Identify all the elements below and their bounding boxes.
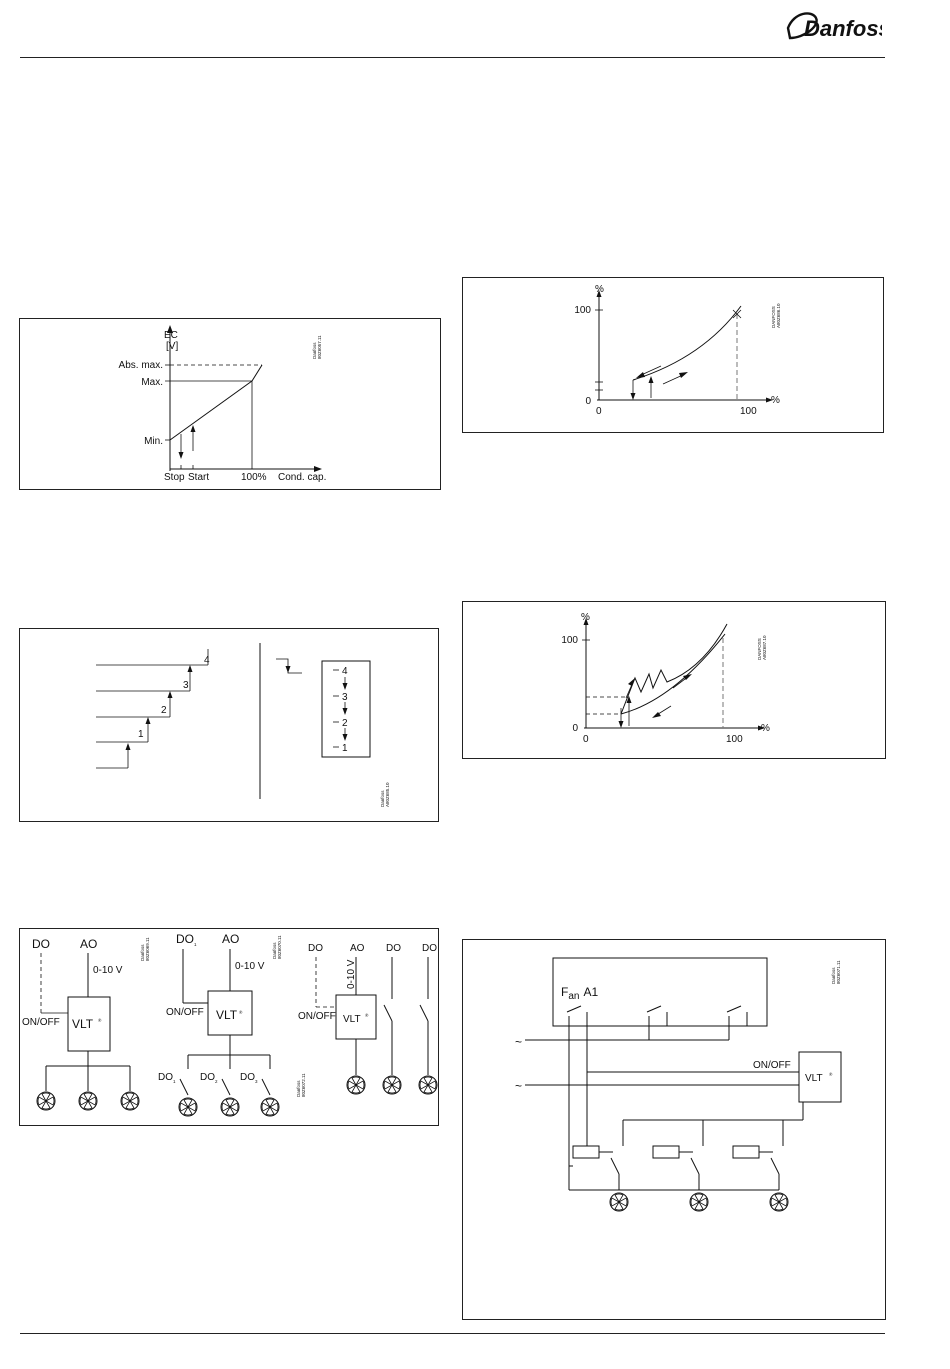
fan-icon — [769, 1192, 789, 1212]
x-100: 100 — [726, 734, 743, 745]
ec-axis-unit: [V] — [166, 341, 178, 352]
vlt-label: VLT — [216, 1008, 238, 1022]
do-label: DO — [422, 943, 437, 954]
figure-code: A80Z685.10 — [385, 782, 390, 807]
fan-icon — [609, 1192, 629, 1212]
do-label: DO — [308, 943, 323, 954]
figure-code: 80Z6071.11 — [836, 960, 841, 984]
stage-list-item: 4 — [342, 666, 348, 677]
ec-axis-label: EC — [164, 330, 178, 341]
step-label: 2 — [161, 705, 167, 716]
onoff-label: ON/OFF — [22, 1017, 60, 1028]
figure-code: Danfoss — [831, 967, 836, 984]
x-100: 100 — [740, 406, 757, 417]
figure-steps: 1 2 3 4 4 3 2 1 Danfoss A80Z685.10 — [19, 628, 439, 822]
footer-rule — [20, 1333, 885, 1334]
figure-curve-2: % % 100 0 0 100 DANFOSS A80Z687.10 — [462, 601, 886, 759]
fan-icon — [260, 1097, 280, 1117]
step-label: 4 — [204, 655, 210, 666]
figure-code: DANFOSS — [771, 306, 776, 328]
hundred-pct-label: 100% — [241, 472, 267, 483]
voltage-label: 0-10 V — [93, 965, 123, 976]
onoff-label: ON/OFF — [166, 1007, 204, 1018]
y-unit: % — [595, 284, 604, 295]
x-unit: % — [771, 395, 780, 406]
stage-list-item: 1 — [342, 743, 348, 754]
fan-icon — [418, 1075, 438, 1095]
figure-ec-voltage: EC [V] Abs. max. Max. Min. Stop Start 10… — [19, 318, 441, 490]
figure-code: Danfoss — [296, 1080, 301, 1097]
figure-code: DANFOSS — [757, 638, 762, 660]
fan-icon — [178, 1097, 198, 1117]
figure-vlt-configs: DO AO 0-10 V ON/OFF VLT ® Danfoss 80Z606… — [19, 928, 439, 1126]
figure-code: A80Z687.10 — [762, 635, 767, 660]
step-label: 1 — [138, 729, 144, 740]
stage-list-item: 2 — [342, 718, 348, 729]
figure-code: 80Z6070.11 — [277, 935, 282, 959]
ao-label: AO — [350, 943, 365, 954]
do3-label: DO3 — [240, 1072, 258, 1084]
logo-text: Danfoss — [804, 16, 882, 41]
supply-symbol: ~ — [515, 1079, 522, 1093]
cond-cap-label: Cond. cap. — [278, 472, 326, 483]
supply-symbol: ~ — [515, 1035, 522, 1049]
do1-label: DO1 — [158, 1072, 176, 1084]
fan-icon — [346, 1075, 366, 1095]
figure-curve-1: % % 100 0 0 100 DANFOSS A80Z686.10 — [462, 277, 884, 433]
registered-mark: ® — [98, 1017, 102, 1023]
fan-icon — [120, 1091, 140, 1111]
min-label: Min. — [144, 436, 163, 447]
y-100: 100 — [561, 635, 578, 646]
vlt-label: VLT — [72, 1017, 94, 1031]
do2-label: DO2 — [200, 1072, 218, 1084]
stage-list-item: 3 — [342, 692, 348, 703]
figure-code: A80Z686.10 — [776, 303, 781, 328]
header-rule — [20, 57, 885, 58]
y-0: 0 — [572, 723, 578, 734]
figure-code: Danfoss — [380, 790, 385, 807]
fan-icon — [689, 1192, 709, 1212]
onoff-label: ON/OFF — [753, 1060, 791, 1071]
fan-icon — [382, 1075, 402, 1095]
registered-mark: ® — [365, 1012, 369, 1018]
registered-mark: ® — [829, 1071, 833, 1077]
do-label: DO — [32, 937, 50, 951]
voltage-label: 0-10 V — [235, 961, 265, 972]
step-label: 3 — [183, 680, 189, 691]
vlt-label: VLT — [805, 1073, 823, 1084]
stop-label: Stop — [164, 472, 185, 483]
danfoss-logo: Danfoss — [786, 12, 882, 41]
fan-icon — [220, 1097, 240, 1117]
figure-code: 80Z6057.11 — [317, 335, 322, 359]
do-label: DO — [386, 943, 401, 954]
figure-code: 80Z6072.11 — [301, 1073, 306, 1097]
figure-code: Danfoss — [272, 942, 277, 959]
start-label: Start — [188, 472, 209, 483]
figure-code: 80Z6069.11 — [145, 937, 150, 961]
figure-code: Danfoss — [140, 944, 145, 961]
figure-code: Danfoss — [312, 342, 317, 359]
x-0: 0 — [596, 406, 602, 417]
x-0: 0 — [583, 734, 589, 745]
fan-icon — [36, 1091, 56, 1111]
x-unit: % — [761, 723, 770, 734]
y-unit: % — [581, 612, 590, 623]
vlt-label: VLT — [343, 1014, 361, 1025]
ao-label: AO — [222, 932, 239, 946]
fan-icon — [78, 1091, 98, 1111]
onoff-label: ON/OFF — [298, 1011, 336, 1022]
ao-label: AO — [80, 937, 97, 951]
do-label: DO1 — [176, 932, 197, 947]
max-label: Max. — [141, 377, 163, 388]
y-100: 100 — [574, 305, 591, 316]
voltage-label: 0-10 V — [346, 959, 357, 989]
y-0: 0 — [585, 396, 591, 407]
abs-max-label: Abs. max. — [119, 360, 163, 371]
registered-mark: ® — [239, 1009, 243, 1015]
